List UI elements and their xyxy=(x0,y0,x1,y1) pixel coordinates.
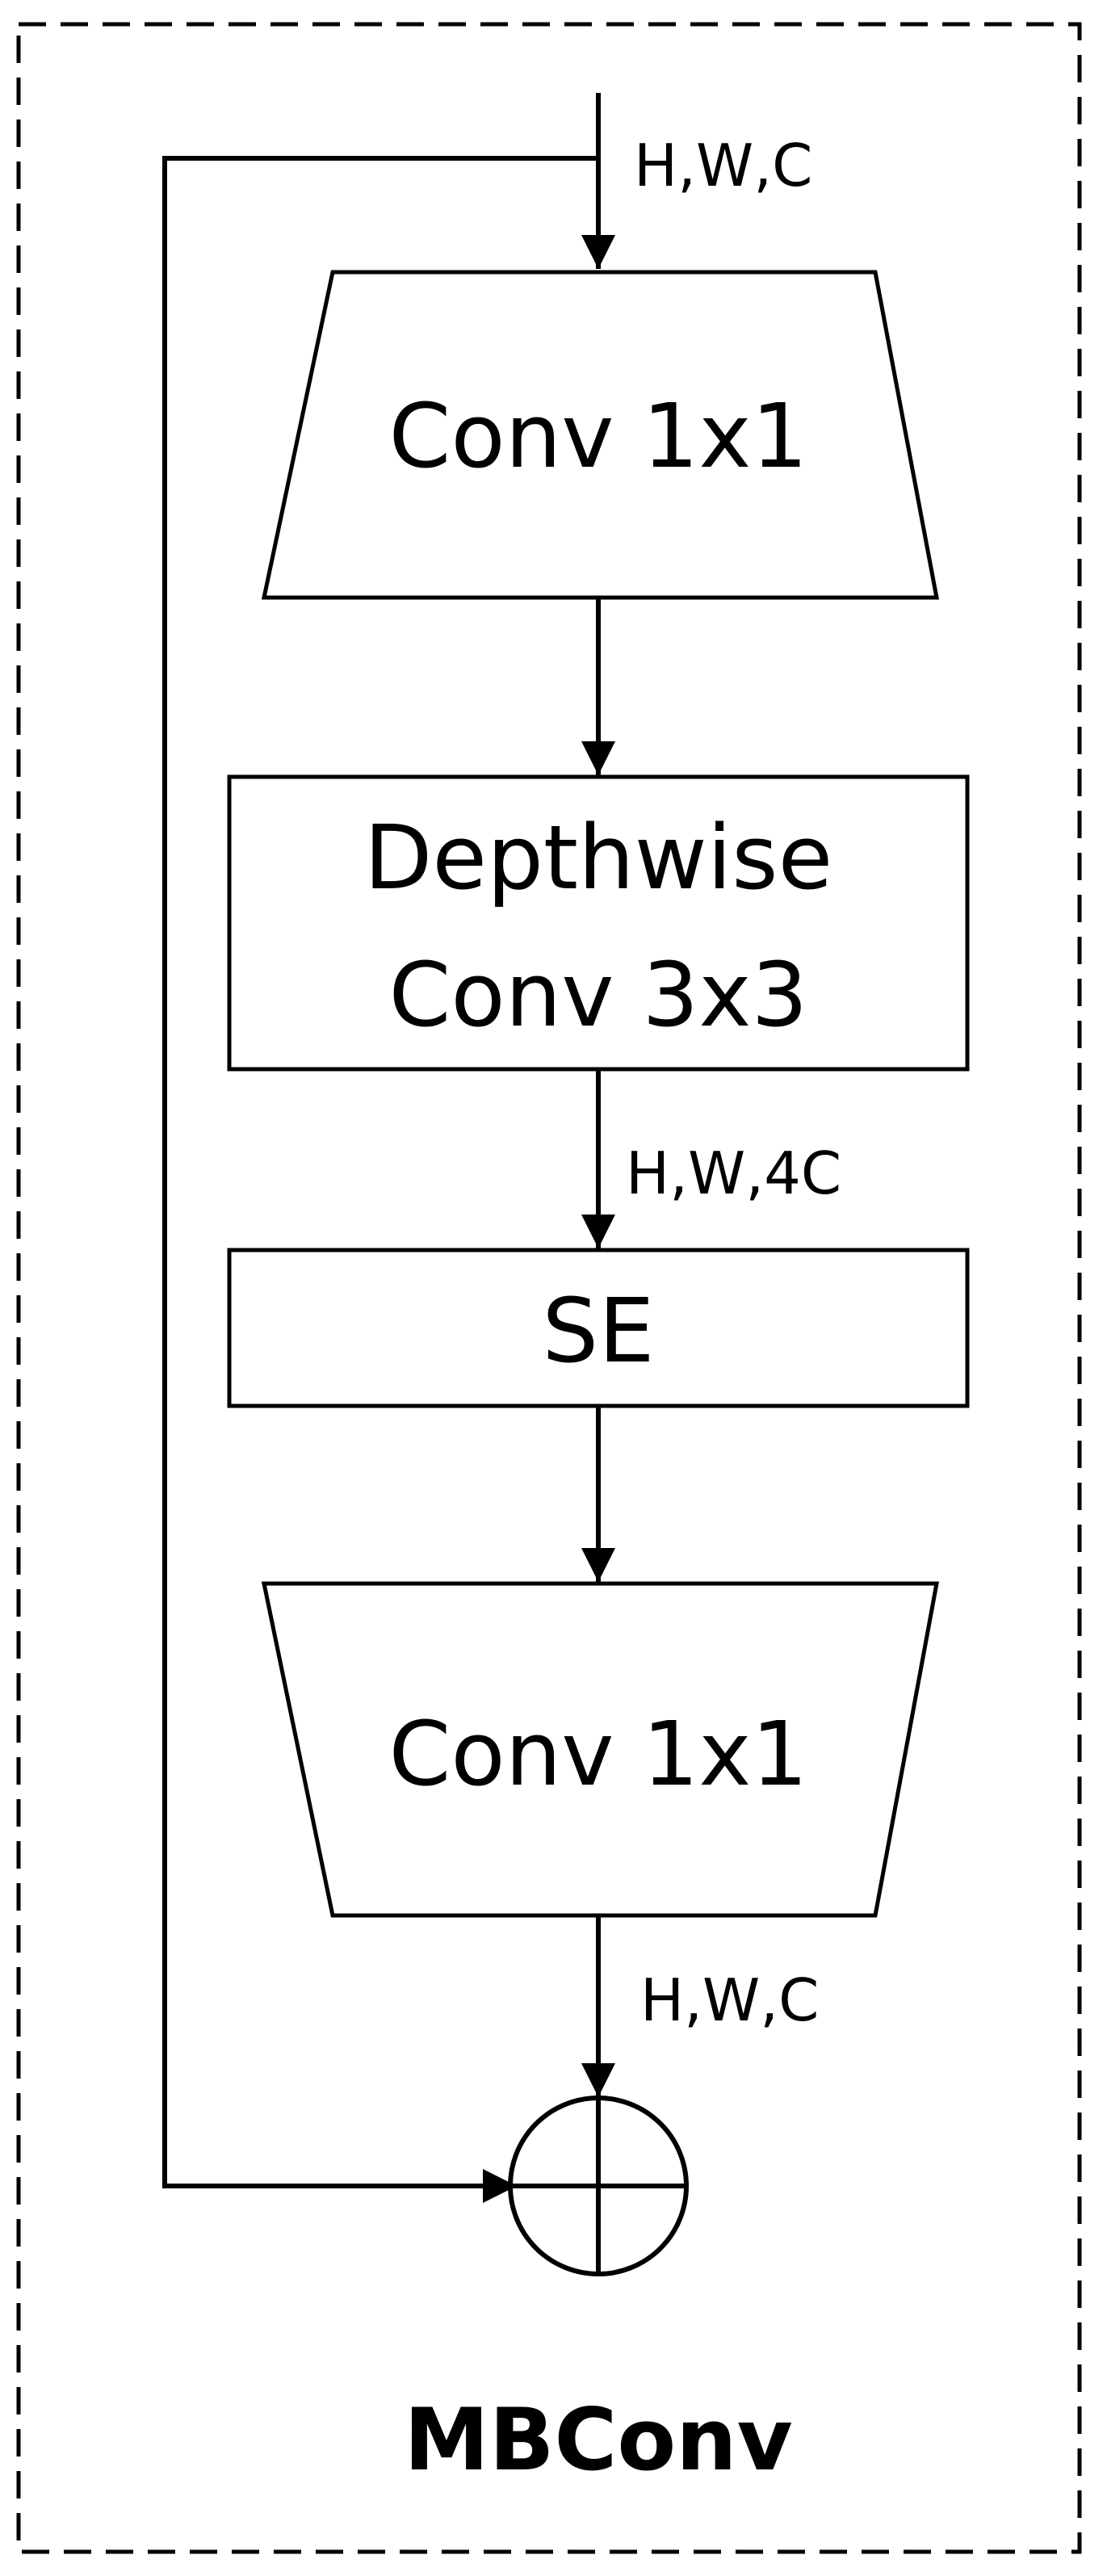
depthwise-label-line2: Conv 3x3 xyxy=(389,943,808,1047)
residual-skip-line xyxy=(162,156,598,2203)
output-dim-label: H,W,C xyxy=(640,1966,819,2034)
depthwise-conv-block xyxy=(227,774,970,1072)
diagram-title: MBConv xyxy=(404,2390,792,2490)
conv-expand-label: Conv 1x1 xyxy=(389,384,808,488)
se-block xyxy=(227,1248,970,1408)
depthwise-dim-label: H,W,4C xyxy=(626,1139,841,1207)
residual-add-icon xyxy=(508,2096,689,2276)
depthwise-label-line1: Depthwise xyxy=(364,806,833,909)
mbconv-frame xyxy=(16,22,1082,2554)
se-label: SE xyxy=(542,1279,654,1382)
conv-project-label: Conv 1x1 xyxy=(389,1702,808,1806)
conv-expand-block xyxy=(261,270,940,600)
input-dim-label: H,W,C xyxy=(634,132,812,199)
conv-project-block xyxy=(261,1581,940,1918)
